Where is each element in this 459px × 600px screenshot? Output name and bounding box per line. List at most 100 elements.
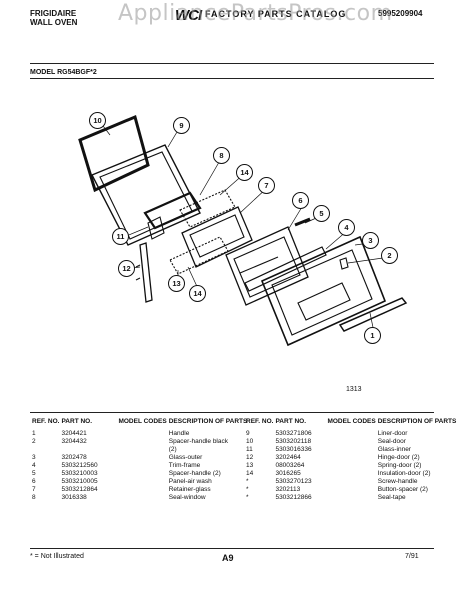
col-ref: REF. NO. <box>32 418 60 425</box>
callout-4: 4 <box>338 219 355 236</box>
table-top-rule <box>30 412 434 413</box>
cell-ref: 5 <box>32 469 36 477</box>
cell-ref: 7 <box>32 485 36 493</box>
cell-ref: * <box>246 477 249 485</box>
cell-code <box>118 470 168 478</box>
cell-desc: Spacer-handle (2) <box>168 469 221 477</box>
cell-ref: 6 <box>32 477 36 485</box>
cell-part: 3202478 <box>61 453 87 461</box>
cell-code <box>118 438 168 446</box>
cell-part: 5303212864 <box>61 485 98 493</box>
not-illustrated-note: * = Not Illustrated <box>30 553 84 560</box>
col-desc: DESCRIPTION OF PARTS <box>168 418 248 425</box>
cell-ref: 12 <box>246 453 254 461</box>
callout-10: 10 <box>89 112 106 129</box>
cell-desc: Screw-handle <box>377 477 418 485</box>
cell-desc: Seal-window <box>168 493 206 501</box>
cell-desc: Liner-door <box>377 429 408 437</box>
cell-desc: Spacer-handle black <box>168 437 228 445</box>
model-rule <box>30 78 434 79</box>
cell-part: 5303210005 <box>61 477 98 485</box>
callout-12: 12 <box>118 260 135 277</box>
cell-part: 3202464 <box>275 453 301 461</box>
cell-desc: Button-spacer (2) <box>377 485 428 493</box>
cell-code <box>118 446 168 454</box>
revision-date: 7/91 <box>405 553 419 560</box>
cell-desc: Seal-door <box>377 437 406 445</box>
cell-code <box>118 486 168 494</box>
cell-desc: Glass-outer <box>168 453 203 461</box>
door-liner-part <box>91 144 201 246</box>
cell-code <box>327 438 377 446</box>
callout-2: 2 <box>381 247 398 264</box>
callout-8: 8 <box>213 147 230 164</box>
cell-part: 3016338 <box>61 493 87 501</box>
table-row: 8 3016338 Seal-window <box>32 494 249 502</box>
callout-14: 14 <box>236 164 253 181</box>
col-code: MODEL CODES <box>118 418 167 425</box>
cell-code <box>327 462 377 470</box>
col-part: PART NO. <box>61 418 93 425</box>
callout-11: 11 <box>112 228 129 245</box>
cell-part: 3204432 <box>61 437 87 445</box>
table-row: 6 5303210005 Panel-air wash <box>32 478 249 486</box>
catalog-title: FACTORY PARTS CATALOG <box>205 9 347 19</box>
cell-part: 3016265 <box>275 469 301 477</box>
callout-6: 6 <box>292 192 309 209</box>
cell-part: 5303271806 <box>275 429 312 437</box>
cell-ref: 11 <box>246 445 253 453</box>
footer-rule <box>30 548 434 549</box>
cell-part: 3204421 <box>61 429 87 437</box>
cell-part: 5303016336 <box>275 445 312 453</box>
parts-table-right: REF. NO. PART NO. MODEL CODES DESCRIPTIO… <box>246 418 458 502</box>
cell-code <box>327 478 377 486</box>
cell-ref: 8 <box>32 493 36 501</box>
cell-ref: * <box>246 485 249 493</box>
page-number: A9 <box>222 553 234 563</box>
cell-desc: Handle <box>168 429 190 437</box>
callout-7: 7 <box>258 177 275 194</box>
brand-label: FRIGIDAIRE WALL OVEN <box>30 9 77 27</box>
cell-part: 5303212866 <box>275 493 312 501</box>
cell-ref: 4 <box>32 461 36 469</box>
cell-part <box>61 446 118 454</box>
cell-desc: Panel-air wash <box>168 477 212 485</box>
cell-code <box>327 486 377 494</box>
table-row: (2) <box>32 446 249 454</box>
cell-code <box>327 430 377 438</box>
callout-13: 13 <box>168 275 185 292</box>
callout-14: 14 <box>189 285 206 302</box>
cell-desc: Spring-door (2) <box>377 461 422 469</box>
cell-ref: 14 <box>246 469 254 477</box>
wci-logo: WCI <box>175 7 202 24</box>
cell-ref: 3 <box>32 453 36 461</box>
col-desc: DESCRIPTION OF PARTS <box>377 418 457 425</box>
table-row: 5 5303210003 Spacer-handle (2) <box>32 470 249 478</box>
brand-line-1: FRIGIDAIRE <box>30 9 77 18</box>
cell-part: 5303210003 <box>61 469 98 477</box>
callout-9: 9 <box>173 117 190 134</box>
model-label: MODEL RG54BGF*2 <box>30 69 97 76</box>
table-row: * 5303212866 Seal-tape <box>246 494 458 502</box>
figure-number: 1313 <box>346 386 362 393</box>
cell-ref: * <box>246 493 249 501</box>
cell-code <box>327 446 377 454</box>
cell-desc: Seal-tape <box>377 493 406 501</box>
col-code: MODEL CODES <box>327 418 376 425</box>
cell-desc: (2) <box>168 445 177 453</box>
cell-code <box>118 430 168 438</box>
header-rule <box>30 63 434 64</box>
col-part: PART NO. <box>275 418 307 425</box>
cell-code <box>118 478 168 486</box>
cell-ref <box>32 446 61 454</box>
door-seal-part <box>78 114 150 193</box>
table-row: 3 3202478 Glass-outer <box>32 454 249 462</box>
